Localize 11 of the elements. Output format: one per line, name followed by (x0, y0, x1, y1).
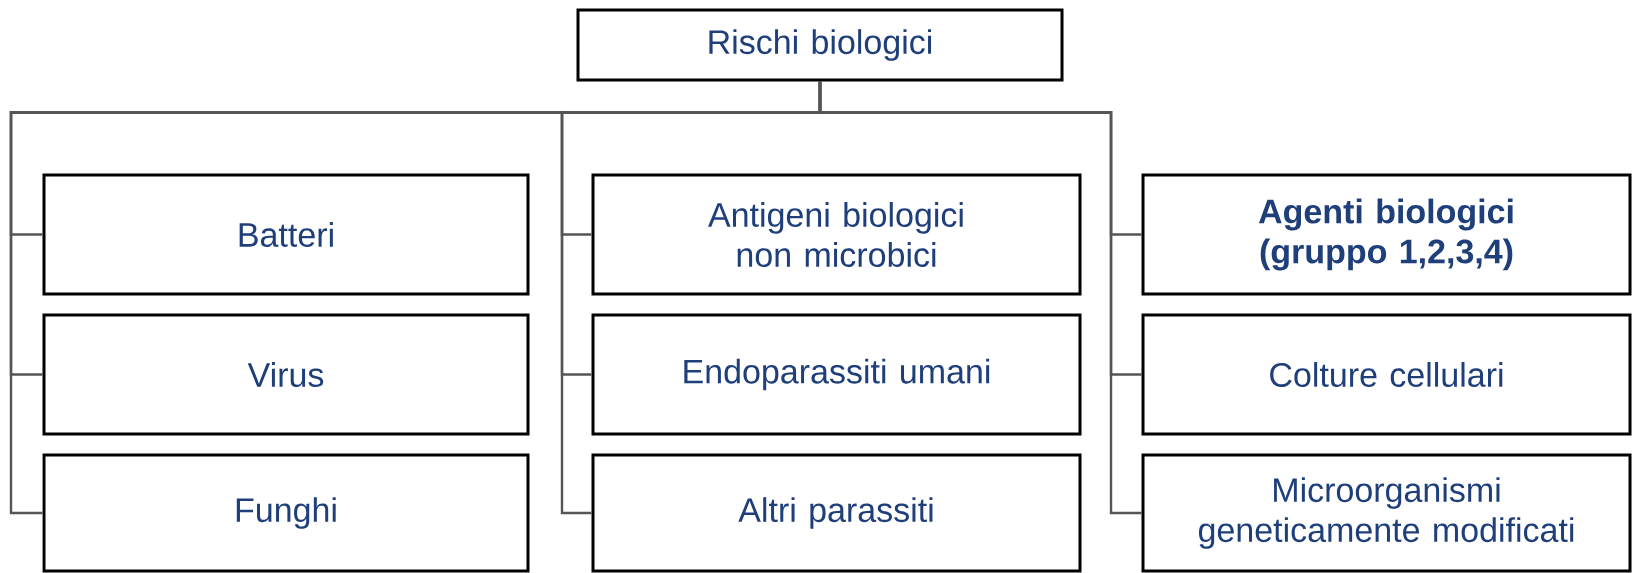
category-box: Rischi biologici (576, 8, 1064, 82)
item-box: Colture cellulari (1141, 313, 1632, 436)
item-box: Antigeni biologici non microbici (591, 173, 1082, 296)
item-box: Altri parassiti (591, 453, 1082, 573)
item-box: Batteri (42, 173, 530, 296)
item-box: Virus (42, 313, 530, 436)
item-box: Funghi (42, 453, 530, 573)
item-box: Agenti biologici (gruppo 1,2,3,4) (1141, 173, 1632, 296)
connector-line (818, 81, 1142, 515)
item-box: Endoparassiti umani (591, 313, 1082, 436)
item-box: Microorganismi geneticamente modificati (1141, 453, 1632, 573)
